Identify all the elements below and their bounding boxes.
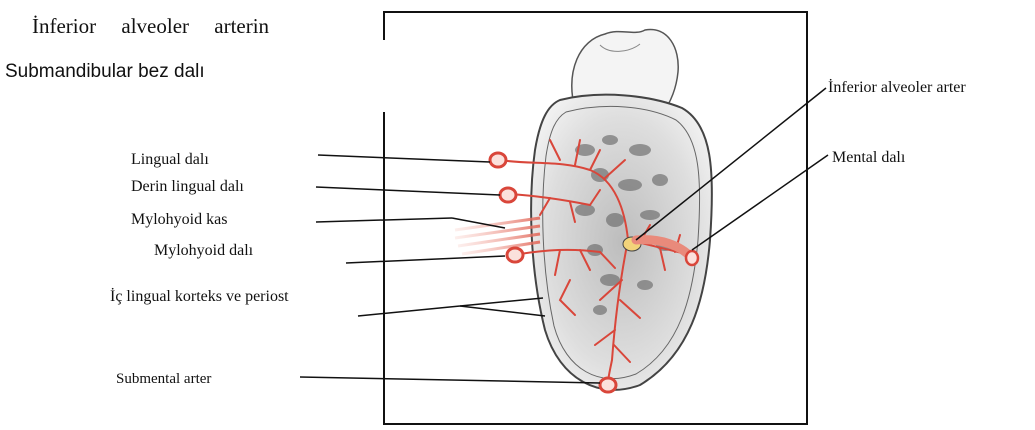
label-mylohyoid-branch: Mylohyoid dalı xyxy=(154,243,253,259)
label-lingual-branch: Lingual dalı xyxy=(131,152,209,168)
mylohyoid-artery-ring-icon xyxy=(507,248,523,262)
deep-lingual-artery-ring-icon xyxy=(500,188,516,202)
submental-artery-ring-icon xyxy=(600,378,616,392)
label-inferior-alveolar-artery: İnferior alveoler arter xyxy=(828,80,966,96)
label-submental-artery: Submental arter xyxy=(116,372,211,387)
label-mental-branch: Mental dalı xyxy=(832,150,905,166)
label-inner-lingual-cortex: İç lingual korteks ve periost xyxy=(110,289,289,305)
lingual-artery-ring-icon xyxy=(490,153,506,167)
mandible-body xyxy=(531,95,712,390)
label-deep-lingual-branch: Derin lingual dalı xyxy=(131,179,244,195)
label-mylohyoid-muscle: Mylohyoid kas xyxy=(131,212,227,228)
mylohyoid-muscle xyxy=(455,218,540,254)
